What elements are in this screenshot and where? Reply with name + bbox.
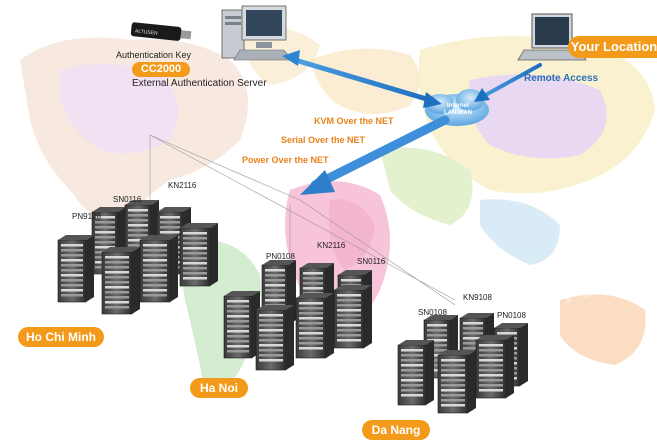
device-label: KN2116 xyxy=(317,241,346,250)
device-label: SN0116 xyxy=(113,195,142,204)
site-badge-ho-chi-minh: Ho Chi Minh xyxy=(18,327,104,347)
device-label: PN0108 xyxy=(266,252,295,261)
laptop-icon xyxy=(517,13,587,61)
server-rack xyxy=(475,335,514,399)
continent-asia xyxy=(380,36,655,265)
device-label: KN2116 xyxy=(168,181,197,190)
server-icon xyxy=(221,5,293,61)
usb-key-icon: ALTUSEN xyxy=(130,22,192,41)
device-label: KN9108 xyxy=(463,293,492,302)
link-arrows xyxy=(282,50,542,195)
connection-lines xyxy=(149,134,456,306)
power-label: Power Over the NET xyxy=(242,155,329,165)
serial-label: Serial Over the NET xyxy=(281,135,366,145)
svg-text:ALTUSEN: ALTUSEN xyxy=(135,28,159,36)
remote-access-label: Remote Access xyxy=(524,73,599,84)
server-rack xyxy=(179,223,218,287)
server-rack xyxy=(139,235,178,303)
server-rack xyxy=(255,305,294,371)
server-rack xyxy=(397,340,434,406)
server-label: External Authentication Server xyxy=(132,78,267,89)
site-badge-da-nang: Da Nang xyxy=(362,420,430,440)
server-rack xyxy=(57,235,94,303)
server-rack xyxy=(333,285,372,349)
device-label: PN9108 xyxy=(72,212,101,221)
kvm-label: KVM Over the NET xyxy=(314,116,394,126)
your-location-badge: Your Location xyxy=(568,36,657,58)
site-badge-ha-noi: Ha Noi xyxy=(190,378,248,398)
device-label: SN0108 xyxy=(418,308,447,317)
continent-australia xyxy=(560,294,646,365)
continent-north-america xyxy=(20,37,248,230)
server-rack xyxy=(295,293,334,359)
server-rack xyxy=(223,291,260,359)
server-racks xyxy=(57,200,528,414)
internet-label: Internet LAN/WAN xyxy=(444,103,472,116)
device-label: PN0108 xyxy=(497,311,526,320)
server-rack xyxy=(101,247,140,315)
cc2000-badge: CC2000 xyxy=(132,62,190,77)
auth-key-label: Authentication Key xyxy=(116,50,192,60)
device-label: SN0116 xyxy=(357,257,386,266)
server-rack xyxy=(437,350,476,414)
